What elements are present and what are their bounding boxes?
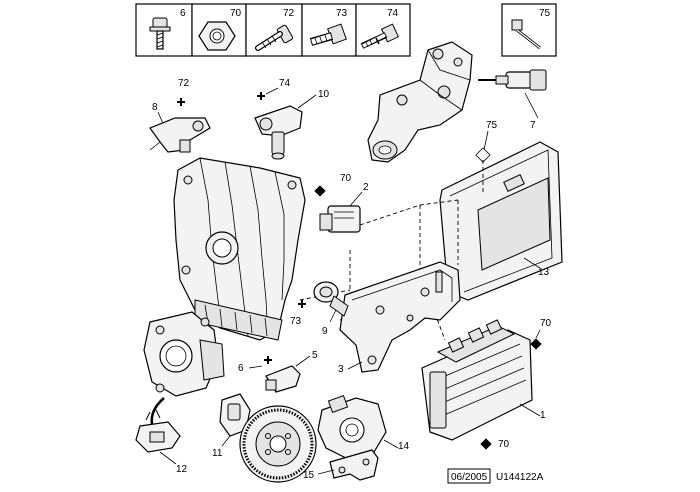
callout-6: 6 xyxy=(238,363,244,374)
header-ref-74: 74 xyxy=(387,8,399,19)
camshaft-sensor xyxy=(254,105,303,160)
callout-2: 2 xyxy=(363,182,369,193)
leader-75 xyxy=(483,130,489,151)
leader-14 xyxy=(383,439,399,449)
callout-72: 72 xyxy=(178,78,190,89)
cross-marker-73 xyxy=(298,300,306,308)
leader-13 xyxy=(523,257,541,269)
cross-marker-72 xyxy=(177,98,185,106)
rubber-mount xyxy=(313,281,349,317)
callout-8: 8 xyxy=(152,102,158,113)
callout-73: 73 xyxy=(290,316,302,327)
callout-14: 14 xyxy=(398,441,410,452)
leader-11 xyxy=(221,435,231,447)
clip-marker-75 xyxy=(475,147,491,163)
header-box-70: 70 xyxy=(191,3,247,57)
cross-marker-6 xyxy=(264,356,272,364)
clip-pin-icon xyxy=(511,19,541,50)
callout-74: 74 xyxy=(279,78,291,89)
footer-reference: 06/2005 U144122A xyxy=(447,468,544,484)
engine-control-unit xyxy=(421,319,533,441)
callout-9: 9 xyxy=(322,326,328,337)
screw-icon xyxy=(255,24,294,51)
callout-7: 7 xyxy=(530,120,536,131)
header-box-6: 6 xyxy=(135,3,193,57)
diamond-marker-70-bottom xyxy=(480,438,492,450)
header-ref-6: 6 xyxy=(180,8,186,19)
header-ref-73: 73 xyxy=(336,8,348,19)
leader-74 xyxy=(265,87,279,95)
flywheel xyxy=(239,405,317,483)
header-box-74: 74 xyxy=(355,3,411,57)
bolt-icon xyxy=(149,17,171,50)
leader-6 xyxy=(248,365,263,369)
leader-70-mid xyxy=(535,329,541,339)
thermostat-housing xyxy=(367,41,473,163)
leader-12 xyxy=(159,451,177,465)
callout-75: 75 xyxy=(486,120,498,131)
header-ref-75: 75 xyxy=(539,8,551,19)
valve-mount-bracket xyxy=(329,449,379,481)
callout-70-top: 70 xyxy=(340,173,352,184)
callout-5: 5 xyxy=(312,350,318,361)
header-ref-70: 70 xyxy=(230,8,242,19)
idle-control-valve xyxy=(317,394,387,459)
mounting-bracket xyxy=(149,117,211,153)
leader-5 xyxy=(295,355,311,367)
header-box-72: 72 xyxy=(245,3,303,57)
callout-70-mid: 70 xyxy=(540,318,552,329)
throttle-body xyxy=(143,311,225,397)
diamond-marker-70-top xyxy=(314,185,326,197)
footer-date: 06/2005 xyxy=(451,472,488,483)
diamond-marker-70-mid xyxy=(530,338,542,350)
crankshaft-sensor xyxy=(265,365,301,393)
callout-10: 10 xyxy=(318,89,330,100)
nut-icon xyxy=(198,21,236,51)
intake-manifold xyxy=(173,157,306,341)
relay-module xyxy=(319,205,361,233)
callout-15: 15 xyxy=(303,470,315,481)
leader-2 xyxy=(349,191,363,207)
header-box-75: 75 xyxy=(501,3,557,57)
stud-bolt-icon xyxy=(360,23,400,49)
cross-marker-74 xyxy=(257,92,265,100)
throttle-connector xyxy=(135,421,181,453)
harness-wire-12 xyxy=(150,397,165,425)
leader-1 xyxy=(519,403,541,417)
callout-3: 3 xyxy=(338,364,344,375)
leader-3 xyxy=(347,361,363,370)
ecu-bracket xyxy=(339,261,461,373)
leader-7 xyxy=(524,92,539,119)
leader-10 xyxy=(297,94,317,109)
temperature-sensor xyxy=(478,69,547,91)
header-ref-72: 72 xyxy=(283,8,295,19)
callout-12: 12 xyxy=(176,464,188,475)
callout-1: 1 xyxy=(540,410,546,421)
footer-ref-code: U144122A xyxy=(496,472,544,483)
leader-9 xyxy=(329,309,337,323)
leader-15 xyxy=(317,469,335,475)
ecu-cover xyxy=(439,141,563,301)
callout-70-bottom: 70 xyxy=(498,439,510,450)
callout-11: 11 xyxy=(212,448,223,459)
callout-13: 13 xyxy=(538,267,550,278)
header-box-73: 73 xyxy=(301,3,357,57)
hex-bolt-icon xyxy=(309,23,347,46)
